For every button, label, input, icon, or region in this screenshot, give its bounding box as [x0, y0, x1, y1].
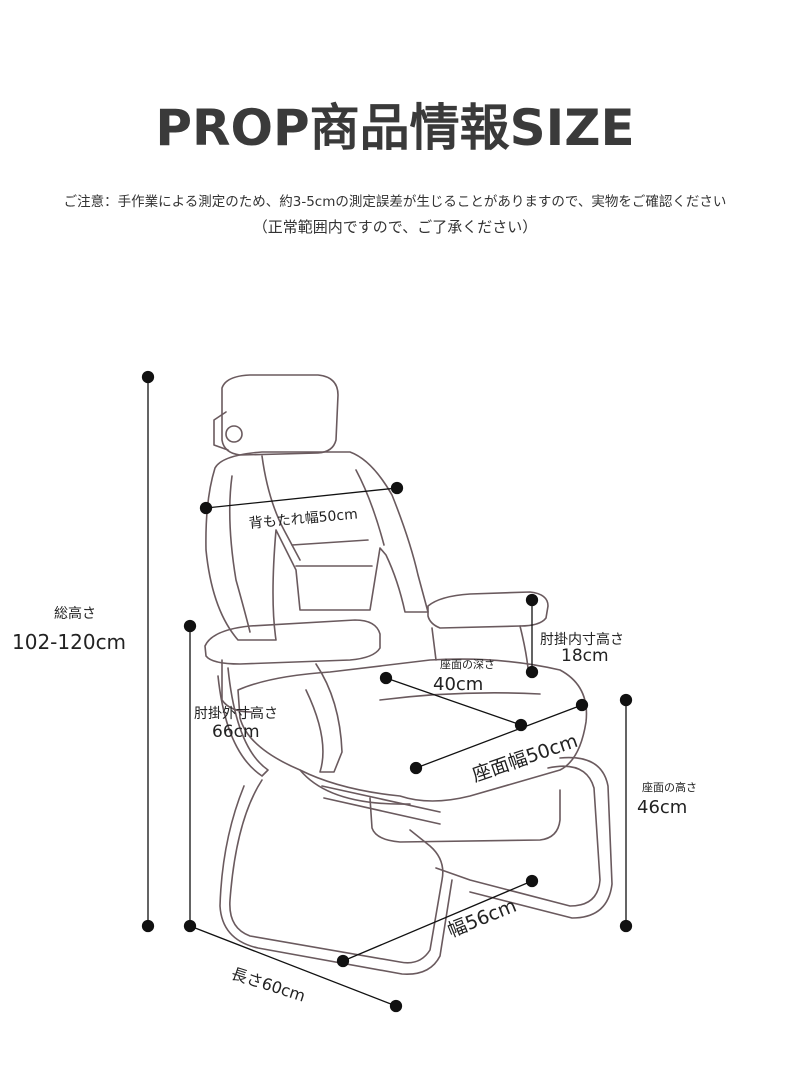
armrest-inner-label: 肘掛内寸高さ: [540, 632, 624, 648]
armrest-outer-label: 肘掛外寸高さ: [194, 706, 278, 722]
backrest-width-line: [205, 487, 398, 509]
length-line: [189, 925, 397, 1007]
total-height-value: 102-120cm: [12, 630, 127, 654]
notice-line-1: ご注意：手作業による測定のため、約3-5cmの測定誤差が生じることがありますので…: [63, 194, 727, 210]
headrest-outline: [221, 374, 339, 456]
notice-line-2: （正常範囲内ですので、ご了承ください）: [252, 218, 538, 236]
base-frame: [229, 779, 444, 964]
seat-width-line: [415, 704, 583, 769]
seat-depth-label: 座面の深さ: [440, 658, 495, 671]
armrest-outer-value: 66cm: [212, 722, 260, 742]
width-line: [342, 880, 533, 962]
armrest-right: [427, 591, 549, 629]
armrest-left: [204, 619, 381, 665]
total-height-label: 総高さ: [54, 606, 96, 622]
headrest-post: [213, 411, 229, 451]
seat-depth-value: 40cm: [433, 674, 484, 695]
seat-height-label: 座面の高さ: [642, 781, 697, 794]
seat-height-value: 46cm: [637, 797, 688, 818]
armrest-inner-value: 18cm: [561, 646, 609, 666]
seat-depth-line: [385, 677, 522, 726]
page-title: PROP商品情報SIZE: [155, 99, 635, 157]
seat-cushion: [237, 658, 588, 802]
backrest-outline: [205, 451, 429, 641]
under-seat-box: [369, 789, 561, 843]
